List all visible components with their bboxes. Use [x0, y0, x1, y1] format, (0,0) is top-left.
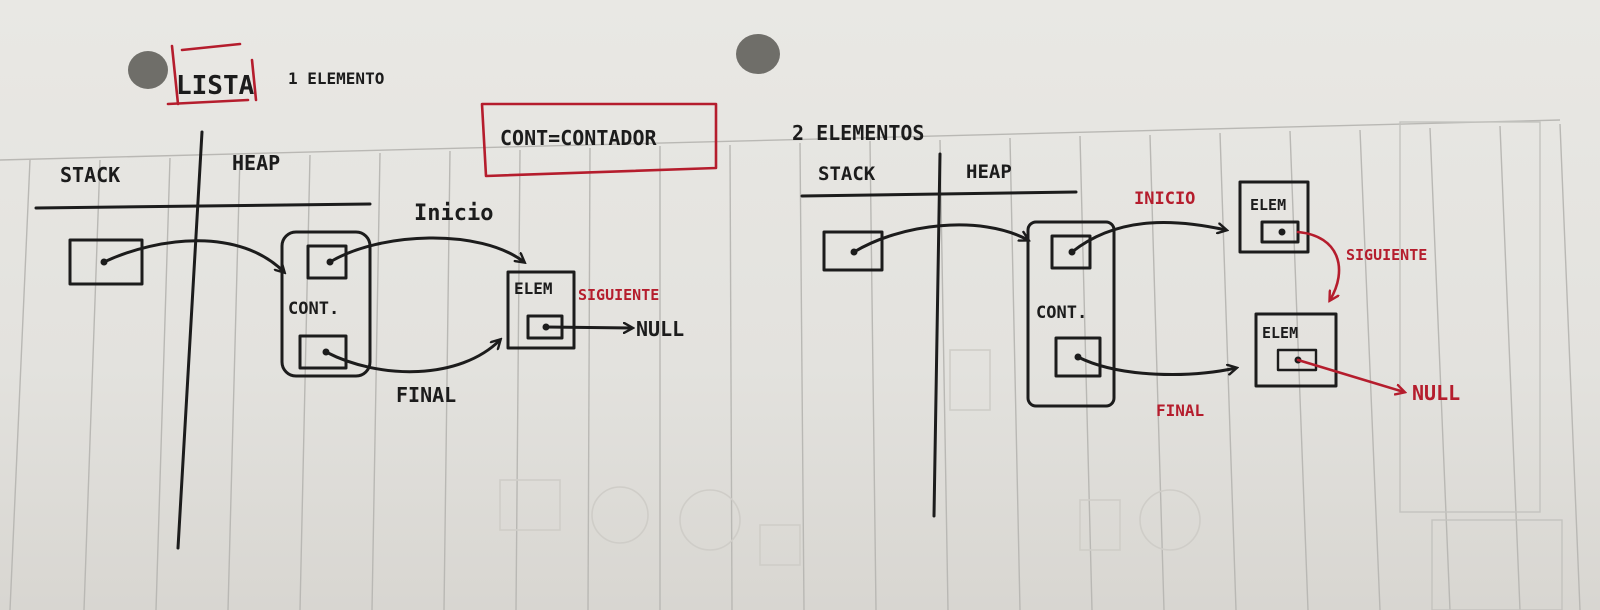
left-stack-label: STACK	[60, 163, 120, 187]
title-block: LISTA 1 ELEMENTO	[166, 42, 384, 106]
right-final-field	[1054, 336, 1102, 378]
left-siguiente-label: SIGUIENTE	[578, 286, 659, 304]
left-memory-diagram: STACK HEAP CONT. Inicio FINAL ELEM SIGUI…	[34, 130, 684, 550]
right-caption: 2 ELEMENTOS	[792, 121, 924, 145]
left-inicio-label: Inicio	[414, 201, 493, 226]
right-final-label: FINAL	[1156, 401, 1204, 420]
left-stack-pointer-box	[68, 238, 144, 286]
legend-text: CONT=CONTADOR	[500, 126, 657, 150]
right-counter-label: CONT.	[1036, 303, 1087, 323]
left-final-label: FINAL	[396, 383, 456, 407]
right-inicio-label: INICIO	[1134, 189, 1195, 209]
right-siguiente-label: SIGUIENTE	[1346, 246, 1427, 264]
left-final-field	[298, 334, 348, 370]
left-inicio-field	[306, 244, 348, 280]
left-heap-label: HEAP	[232, 151, 280, 175]
right-heap-label: HEAP	[966, 161, 1012, 183]
left-counter-node	[280, 230, 372, 378]
left-null-label: NULL	[636, 317, 684, 341]
left-counter-label: CONT.	[288, 299, 339, 319]
right-null-label: NULL	[1412, 381, 1460, 405]
right-memory-diagram: 2 ELEMENTOS STACK HEAP CONT. INICIO FINA…	[792, 121, 1460, 518]
right-element-1-node	[1238, 180, 1310, 254]
bleed-through-marks	[499, 349, 1201, 566]
right-inicio-field	[1050, 234, 1092, 270]
page-title: LISTA	[176, 71, 255, 101]
right-element-2-label: ELEM	[1262, 324, 1298, 342]
left-element-node	[506, 270, 576, 350]
right-element-1-label: ELEM	[1250, 196, 1286, 214]
punch-hole-icon	[736, 34, 780, 74]
left-element-label: ELEM	[514, 279, 553, 298]
right-element-2-siguiente-field	[1276, 348, 1318, 372]
right-stack-label: STACK	[818, 163, 876, 185]
legend-box: CONT=CONTADOR	[480, 102, 718, 178]
paper-rules	[0, 119, 1581, 610]
left-caption: 1 ELEMENTO	[288, 69, 384, 88]
right-counter-node	[1026, 220, 1116, 408]
right-element-2-node	[1254, 312, 1338, 388]
right-stack-pointer-box	[822, 230, 884, 272]
punch-hole-icon	[128, 51, 168, 89]
